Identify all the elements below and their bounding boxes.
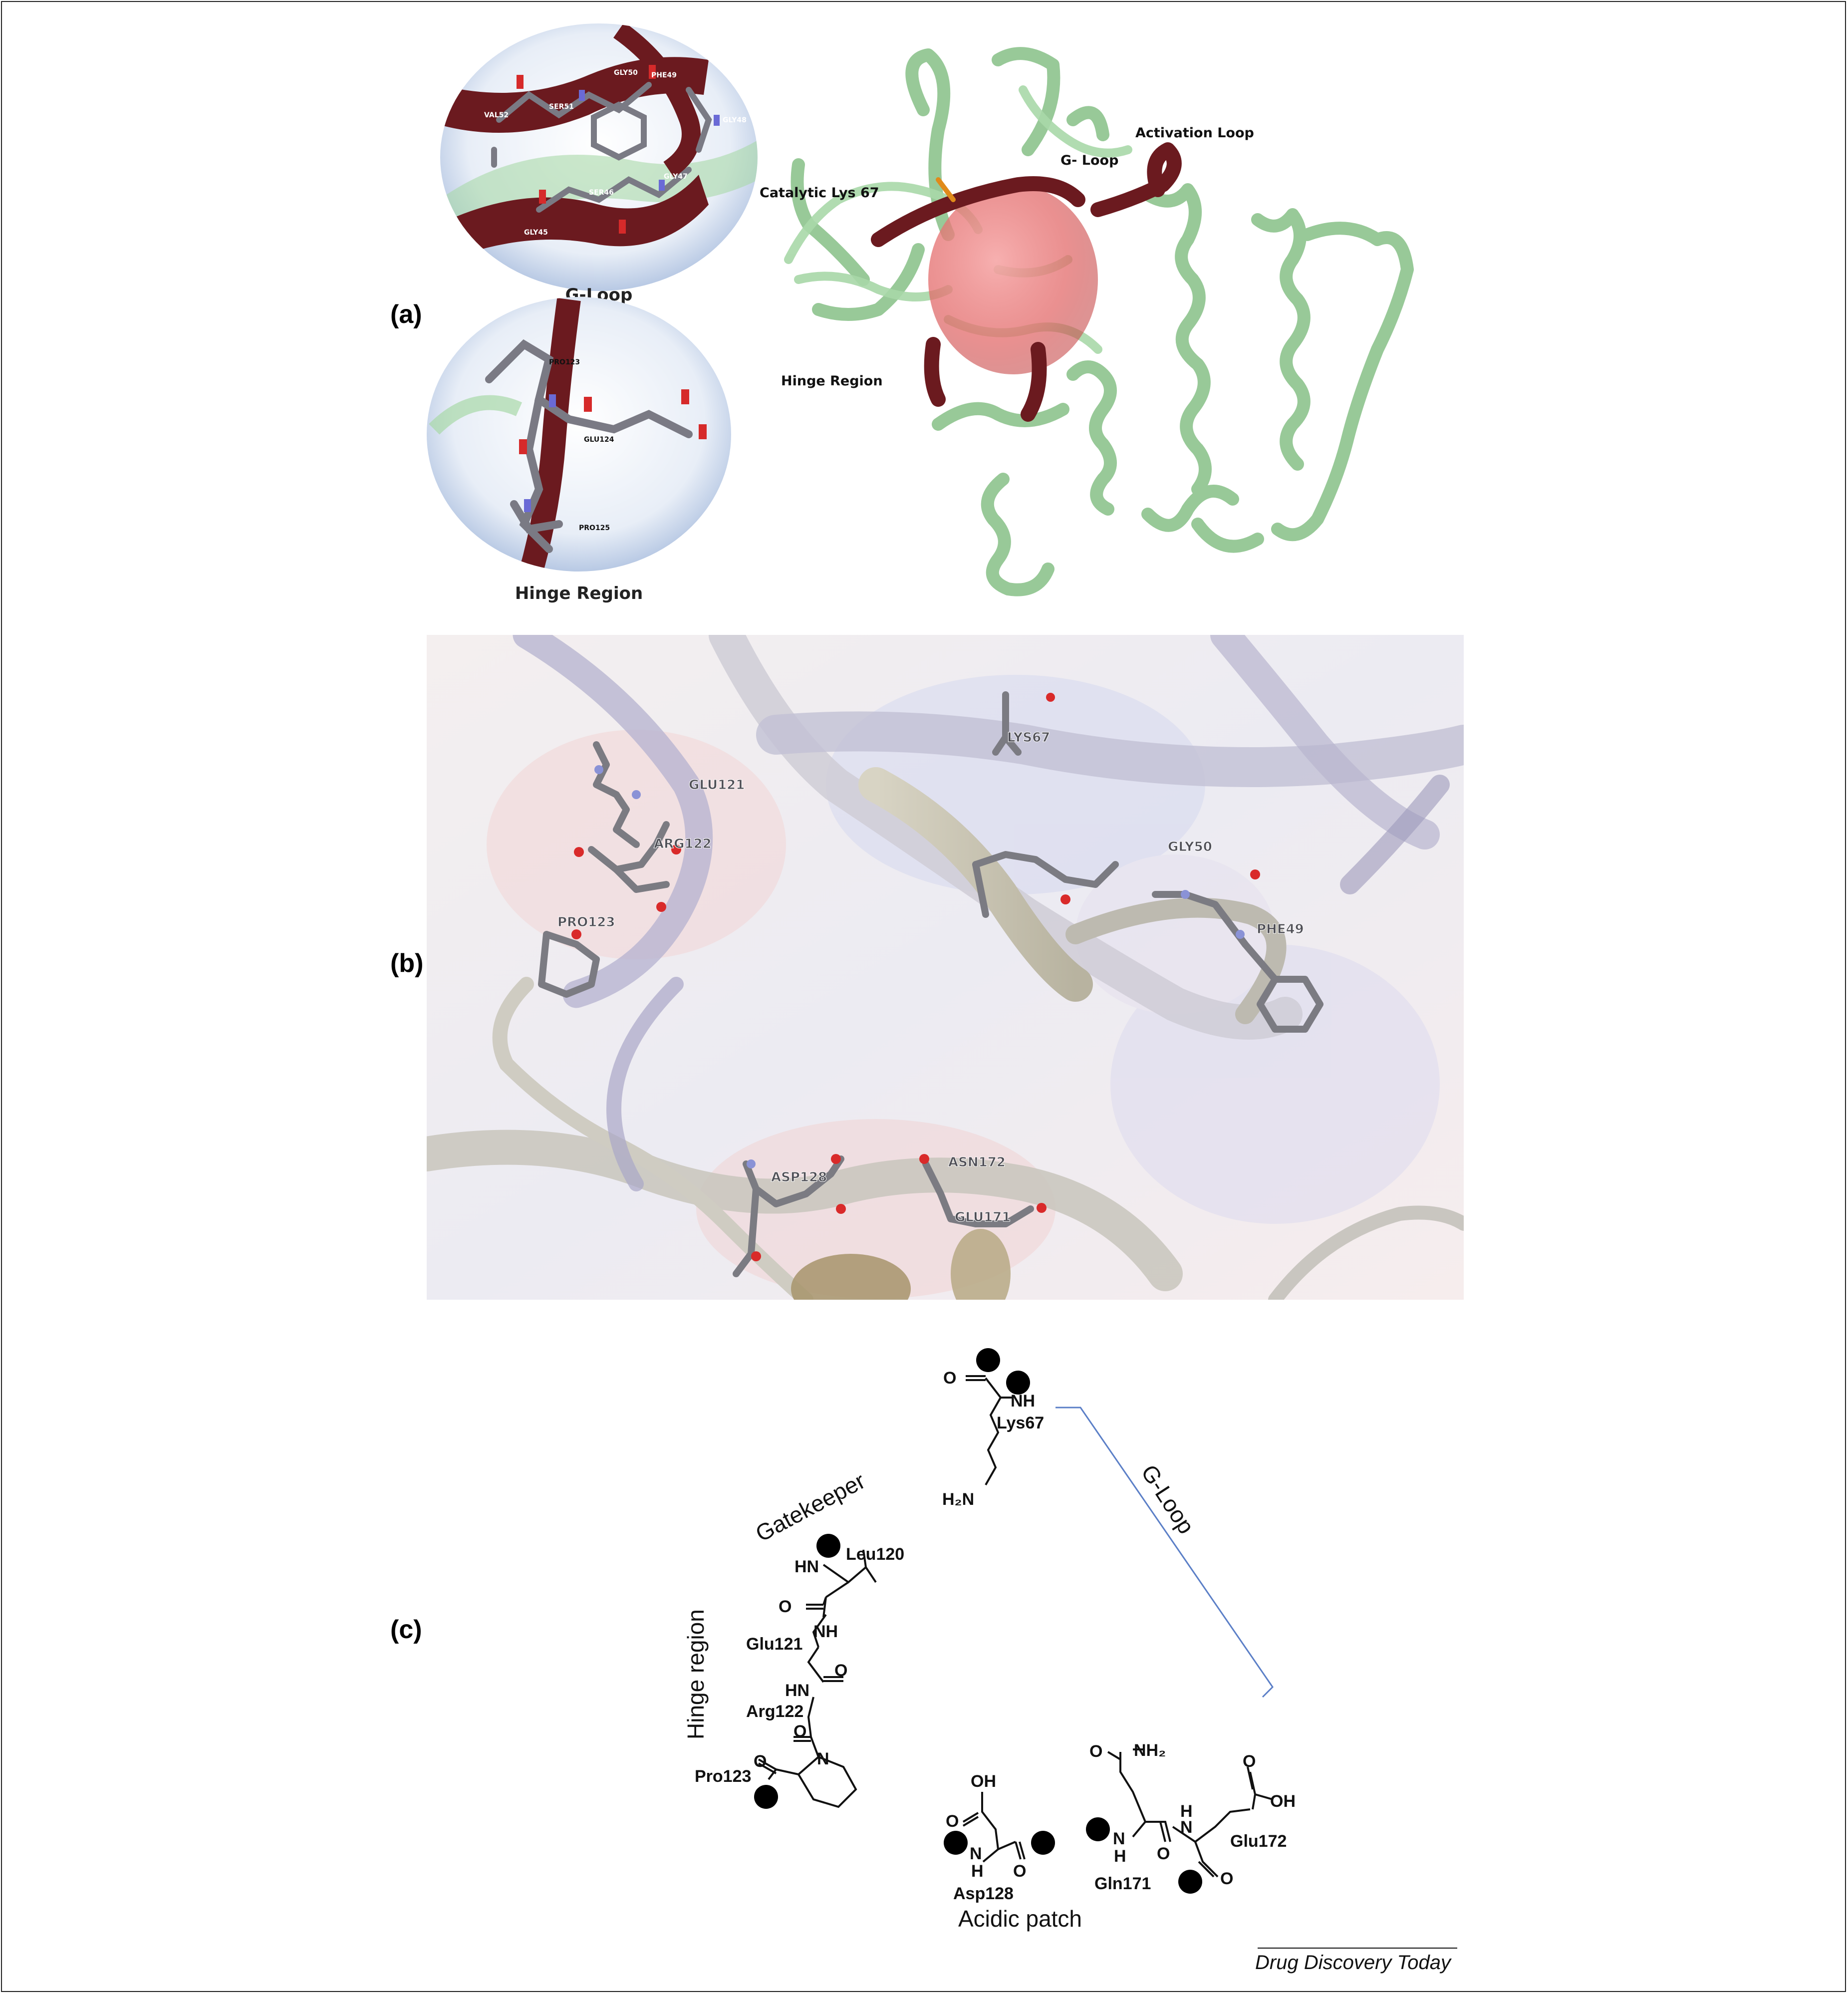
hinge-peptide-structure: HN Leu120 O NH Glu121 O HN Arg122 O N O … (695, 1534, 904, 1809)
residue-gly50: GLY50 (614, 69, 638, 77)
residue-asn172: ASN172 (948, 1155, 1006, 1170)
g-loop-inset: VAL52 SER51 GLY50 PHE49 GLY48 GLY47 SER4… (440, 23, 758, 305)
lys67-h2n: H₂N (942, 1490, 974, 1509)
gln171-h: H (1114, 1847, 1126, 1866)
gln171-nh2: NH₂ (1134, 1741, 1166, 1760)
asp128-nh: N (970, 1844, 982, 1863)
g-loop-label: G-Loop (1136, 1460, 1200, 1538)
glu172-label: Glu172 (1230, 1832, 1287, 1851)
pro123-o: O (754, 1752, 767, 1771)
panel-a: VAL52 SER51 GLY50 PHE49 GLY48 GLY47 SER4… (427, 23, 1414, 603)
pro123-label: Pro123 (695, 1767, 751, 1786)
asp128-o-top: O (946, 1812, 959, 1831)
residue-ser46: SER46 (589, 189, 614, 197)
annotation-activation-loop: Activation Loop (1135, 125, 1254, 141)
glu172-oh: OH (1270, 1792, 1296, 1811)
residue-lys67: LYS67 (1007, 730, 1050, 745)
binding-site-sphere (928, 185, 1098, 374)
lys67-structure: O NH Lys67 H₂N (942, 1348, 1044, 1509)
asp128-oh: OH (971, 1772, 996, 1791)
hinge-inset: PRO123 GLU124 PRO125 Hinge Region (427, 297, 731, 603)
panel-c: O NH Lys67 H₂N G-Loop Gatekeeper Hinge r… (683, 1348, 1296, 1932)
kinase-ribbon-structure (784, 47, 1414, 596)
surface-ribbons (427, 635, 1464, 1300)
glu121-label: Glu121 (746, 1635, 802, 1654)
lys67-o: O (943, 1369, 956, 1388)
residue-gly45: GLY45 (524, 229, 548, 237)
residue-gly50: GLY50 (1168, 840, 1212, 855)
helix-end-1 (791, 1254, 911, 1300)
gln171-glu172-structure: O NH₂ N H Gln171 H N O O OH Glu172 O (1086, 1741, 1296, 1894)
source-label: Drug Discovery Today (1255, 1952, 1451, 1974)
annotation-catalytic-lys: Catalytic Lys 67 (760, 185, 879, 201)
glu121-o: O (834, 1661, 847, 1680)
annotation-g-loop: G- Loop (1060, 153, 1118, 168)
residue-sticks (538, 691, 1323, 1277)
g-loop-bracket (1056, 1407, 1274, 1698)
glu172-n: N (1180, 1818, 1193, 1837)
residue-ser51: SER51 (549, 103, 574, 111)
hinge-inset-title: Hinge Region (515, 583, 643, 603)
residue-pro123: PRO123 (557, 915, 615, 930)
residue-val52: VAL52 (484, 111, 509, 119)
annotation-hinge-region: Hinge Region (781, 373, 883, 389)
lys67-nh: NH (1011, 1392, 1035, 1411)
residue-arg122: ARG122 (654, 837, 712, 852)
gln171-o: O (1089, 1742, 1102, 1761)
leu120-o: O (779, 1597, 792, 1616)
residue-gly47: GLY47 (664, 173, 688, 181)
helix-end-2 (951, 1229, 1011, 1300)
gln171-label: Gln171 (1094, 1874, 1151, 1893)
asp128-h: H (971, 1862, 984, 1881)
leu120-hn: HN (794, 1557, 819, 1576)
residue-glu121: GLU121 (689, 778, 745, 793)
asp128-label: Asp128 (953, 1884, 1014, 1903)
residue-glu124: GLU124 (584, 436, 614, 444)
panel-label-b: (b) (390, 949, 424, 978)
glu172-h: H (1180, 1802, 1193, 1821)
residue-glu171: GLU171 (955, 1210, 1011, 1225)
asp128-o-bottom: O (1013, 1862, 1026, 1881)
residue-pro123-hinge: PRO123 (549, 358, 580, 366)
residue-gly48: GLY48 (723, 116, 747, 124)
gatekeeper-label: Gatekeeper (751, 1467, 869, 1547)
residue-phe49: PHE49 (651, 71, 677, 79)
hinge-region-label: Hinge region (683, 1609, 709, 1739)
panel-b: LYS67 GLU121 ARG122 GLY50 PRO123 PHE49 A… (427, 635, 1464, 1300)
residue-phe49: PHE49 (1257, 922, 1304, 937)
glu172-o-amide: O (1157, 1844, 1170, 1863)
source-rule (1258, 1948, 1457, 1949)
residue-asp128: ASP128 (771, 1170, 827, 1185)
arg122-o: O (793, 1722, 806, 1741)
panel-label-c: (c) (390, 1615, 422, 1644)
glu172-o-top: O (1243, 1752, 1256, 1771)
arg122-label: Arg122 (746, 1702, 803, 1721)
acidic-patch-label: Acidic patch (958, 1906, 1082, 1932)
glu121-nh: NH (813, 1622, 838, 1641)
lys67-label: Lys67 (997, 1414, 1044, 1432)
pro123-n: N (817, 1749, 829, 1768)
arg122-hn: HN (785, 1681, 809, 1700)
asp128-structure: OH O N H O Asp128 (944, 1772, 1055, 1903)
gln171-n: N (1113, 1829, 1125, 1848)
glu172-o-bottom: O (1220, 1869, 1233, 1888)
panel-label-a: (a) (390, 300, 422, 329)
residue-pro125: PRO125 (579, 524, 610, 532)
leu120-label: Leu120 (846, 1545, 904, 1564)
